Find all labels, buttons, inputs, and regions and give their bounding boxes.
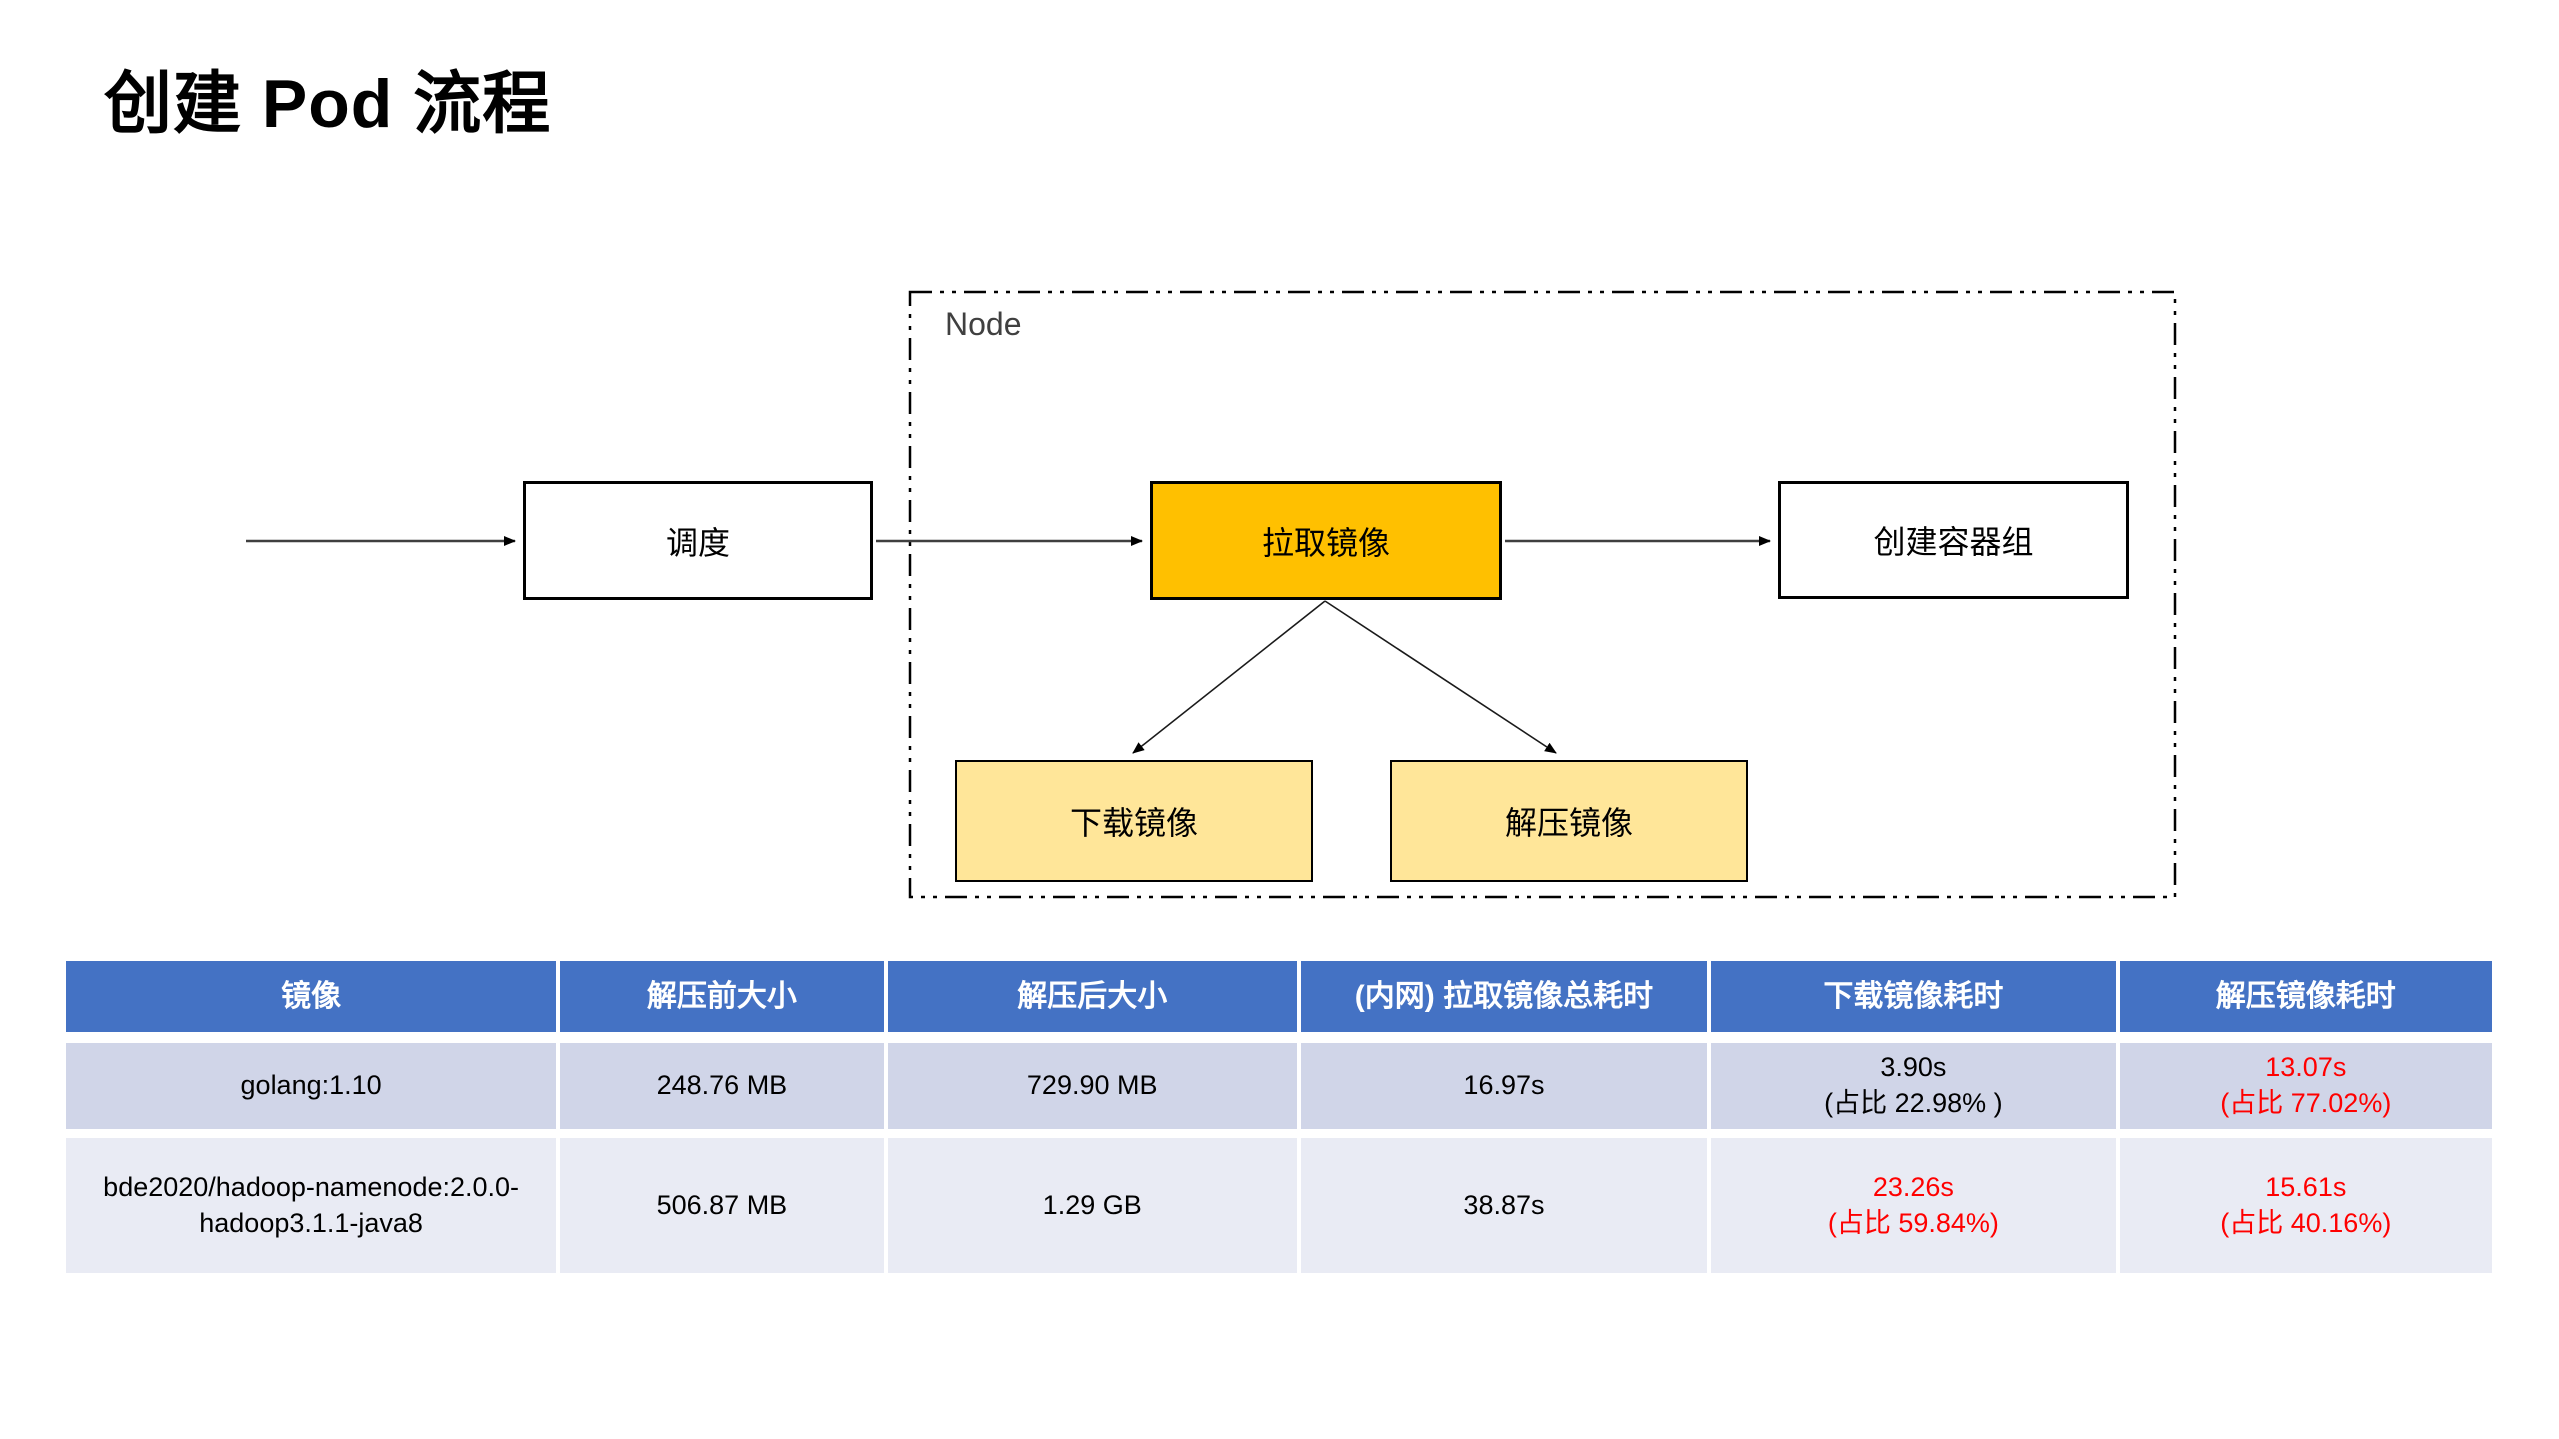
cell-value: 13.07s — [2265, 1052, 2347, 1083]
download-image-box: 下载镜像 — [955, 760, 1313, 882]
cell-value: 1.29 GB — [1042, 1189, 1142, 1220]
table-cell: bde2020/hadoop-namenode:2.0.0-hadoop3.1.… — [66, 1138, 557, 1273]
header-label: 镜像 — [281, 979, 342, 1013]
header-cell-total-pull-time: (内网) 拉取镜像总耗时 — [1300, 961, 1708, 1032]
table-cell: 16.97s — [1300, 1043, 1708, 1129]
table-cell: 23.26s (占比 59.84%) — [1711, 1138, 2116, 1273]
cell-value-ratio: (占比 22.98% ) — [1824, 1088, 2003, 1118]
cell-value-ratio: (占比 77.02%) — [2220, 1088, 2392, 1118]
decompress-image-box-label: 解压镜像 — [1504, 805, 1633, 841]
schedule-box: 调度 — [523, 481, 873, 600]
table-cell: 1.29 GB — [887, 1138, 1297, 1273]
cell-value: golang:1.10 — [240, 1070, 382, 1101]
pull-image-box-label: 拉取镜像 — [1261, 524, 1390, 561]
node-boundary — [908, 290, 2177, 899]
table-cell: golang:1.10 — [66, 1043, 557, 1129]
node-label: Node — [945, 306, 1022, 342]
table-header-row: 镜像 解压前大小 解压后大小 (内网) 拉取镜像总耗时 下载镜像耗时 解压镜像耗… — [66, 961, 2493, 1032]
table-cell: 506.87 MB — [560, 1138, 884, 1273]
table-cell: 729.90 MB — [887, 1043, 1297, 1129]
cell-value: 506.87 MB — [656, 1189, 788, 1220]
header-cell-size-before: 解压前大小 — [560, 961, 884, 1032]
page-title: 创建 Pod 流程 — [104, 66, 552, 142]
arrow-pull-to-decompress — [1324, 600, 1557, 754]
table-cell: 38.87s — [1300, 1138, 1708, 1273]
download-image-box-label: 下载镜像 — [1069, 805, 1198, 841]
header-cell-size-after: 解压后大小 — [887, 961, 1297, 1032]
create-pod-group-box-label: 创建容器组 — [1873, 524, 2034, 560]
cell-value: 16.97s — [1463, 1070, 1545, 1101]
table-cell: 15.61s (占比 40.16%) — [2119, 1138, 2493, 1273]
schedule-box-label: 调度 — [665, 524, 730, 561]
header-label: (内网) 拉取镜像总耗时 — [1354, 979, 1654, 1013]
decompress-image-box: 解压镜像 — [1390, 760, 1748, 882]
cell-value: 729.90 MB — [1026, 1070, 1158, 1101]
cell-value-ratio: (占比 59.84%) — [1827, 1207, 1999, 1238]
header-label: 下载镜像耗时 — [1823, 979, 2004, 1013]
header-cell-image: 镜像 — [66, 961, 557, 1032]
cell-value: 248.76 MB — [656, 1070, 788, 1101]
image-stats-table: 镜像 解压前大小 解压后大小 (内网) 拉取镜像总耗时 下载镜像耗时 解压镜像耗… — [66, 961, 2493, 1273]
cell-value: bde2020/hadoop-namenode:2.0.0-hadoop3.1.… — [103, 1171, 520, 1238]
cell-value: 3.90s — [1880, 1052, 1947, 1083]
cell-value-ratio: (占比 40.16%) — [2220, 1207, 2392, 1238]
header-label: 解压后大小 — [1017, 979, 1168, 1013]
cell-value: 38.87s — [1463, 1189, 1545, 1220]
cell-value: 23.26s — [1872, 1171, 1954, 1202]
create-pod-group-box: 创建容器组 — [1778, 481, 2129, 599]
header-label: 解压镜像耗时 — [2215, 979, 2396, 1013]
arrow-pull-to-download — [1132, 600, 1326, 754]
table-row-golang: golang:1.10 248.76 MB 729.90 MB 16.97s 3… — [66, 1043, 2493, 1129]
pull-image-box: 拉取镜像 — [1150, 481, 1502, 600]
table-cell: 3.90s (占比 22.98% ) — [1711, 1043, 2116, 1129]
header-label: 解压前大小 — [646, 979, 797, 1013]
cell-value: 15.61s — [2265, 1171, 2347, 1202]
header-cell-download-time: 下载镜像耗时 — [1711, 961, 2116, 1032]
table-cell: 13.07s (占比 77.02%) — [2119, 1043, 2493, 1129]
table-row-hadoop: bde2020/hadoop-namenode:2.0.0-hadoop3.1.… — [66, 1138, 2493, 1273]
header-cell-decompress-time: 解压镜像耗时 — [2119, 961, 2493, 1032]
table-cell: 248.76 MB — [560, 1043, 884, 1129]
